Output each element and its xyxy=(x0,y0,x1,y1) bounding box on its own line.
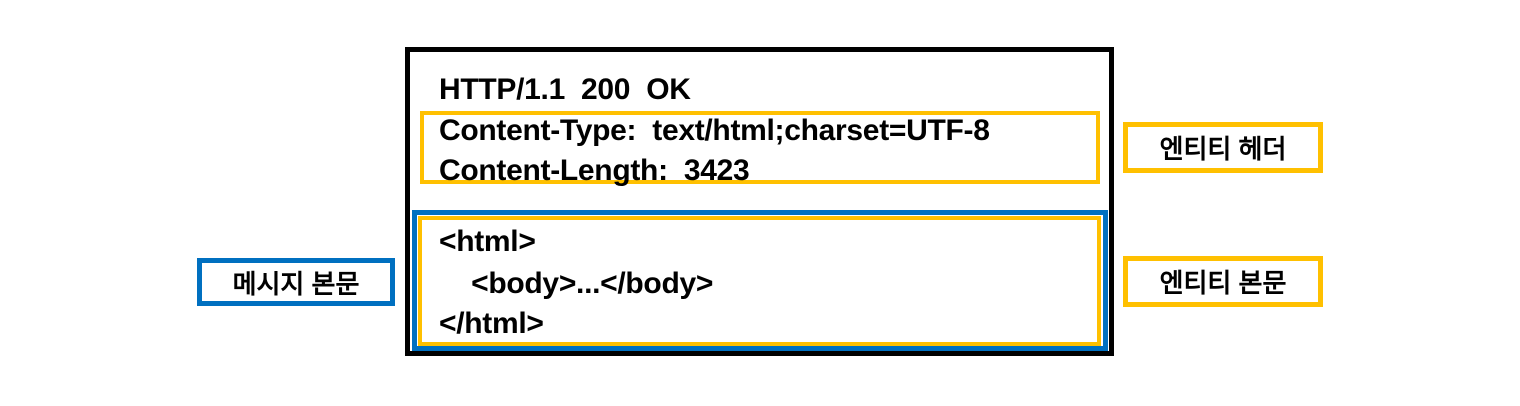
body-line-html-open: <html> xyxy=(439,225,536,258)
entity-body-highlight xyxy=(418,216,1101,346)
http-response-message-box xyxy=(405,47,1114,356)
header-content-length: Content-Length: 3423 xyxy=(439,154,750,187)
body-line-html-close: </html> xyxy=(439,307,544,340)
message-body-label: 메시지 본문 xyxy=(197,258,395,306)
body-line-body: <body>...</body> xyxy=(439,267,714,300)
status-line: HTTP/1.1 200 OK xyxy=(439,73,691,106)
message-body-highlight xyxy=(412,210,1108,351)
entity-header-highlight xyxy=(420,111,1100,184)
entity-body-label: 엔티티 본문 xyxy=(1123,256,1323,307)
header-content-type: Content-Type: text/html;charset=UTF-8 xyxy=(439,114,990,147)
entity-header-label: 엔티티 헤더 xyxy=(1123,122,1323,173)
